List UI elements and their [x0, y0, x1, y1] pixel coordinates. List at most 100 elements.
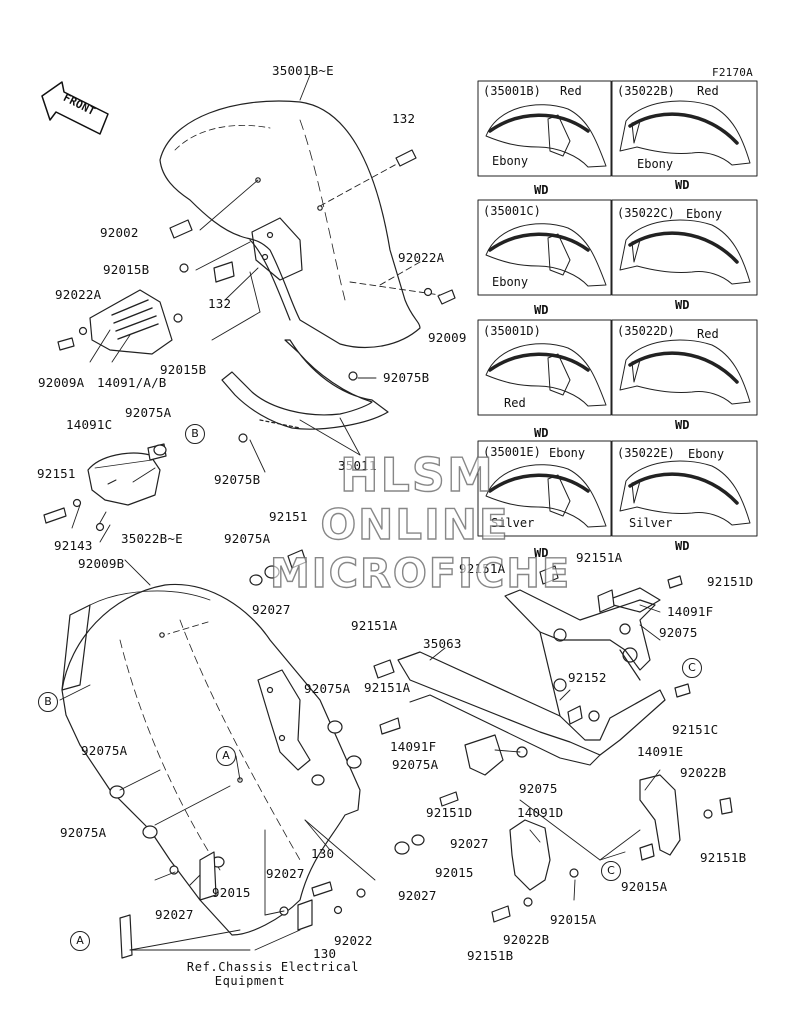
- rear-fender-bracket: [257, 669, 311, 771]
- leader-lines-front: [71, 74, 441, 543]
- variant-color2-35001B: Ebony: [492, 154, 529, 168]
- front-fender-bracket: [251, 217, 303, 281]
- variant-color2-35022E: Silver: [629, 516, 673, 530]
- callout-92075A-f: 92075A: [60, 825, 107, 840]
- small-hardware-front: [57, 149, 456, 443]
- callout-92075A-a: 92075A: [125, 405, 172, 420]
- callout-92027-b: 92027: [450, 836, 489, 851]
- watermark-line-2: ONLINE: [320, 500, 510, 549]
- callout-92009A: 92009A: [38, 375, 85, 390]
- watermark-line-3: MICROFICHE: [269, 551, 572, 597]
- callout-92151A-a: 92151A: [459, 561, 506, 576]
- callout-92015A-b: 92015A: [550, 912, 597, 927]
- callout-92015B-a: 92015B: [103, 262, 150, 277]
- callout-130-a: 130: [311, 846, 335, 861]
- ref-marker-a-2: A: [70, 931, 90, 951]
- callout-92075A-c: 92075A: [304, 681, 351, 696]
- callout-92015-b: 92015: [212, 885, 251, 900]
- frame-side-covers: [464, 587, 681, 891]
- callout-92015B-b: 92015B: [160, 362, 207, 377]
- callout-35001BE: 35001B~E: [272, 63, 334, 78]
- variant-code-35001D: (35001D): [483, 324, 541, 338]
- callout-92151B-a: 92151B: [700, 850, 747, 865]
- callout-92075-b: 92075: [519, 781, 558, 796]
- callout-35011: 35011: [338, 458, 377, 473]
- small-hardware-rear: [109, 444, 733, 959]
- rear-small-cover: [43, 443, 167, 532]
- callout-92015A-a: 92015A: [621, 879, 668, 894]
- callout-92009B: 92009B: [78, 556, 125, 571]
- callout-92152: 92152: [568, 670, 607, 685]
- callout-92151A-c: 92151A: [351, 618, 398, 633]
- figure-id: F2170A: [712, 66, 753, 79]
- variant-wd-35001E: WD: [534, 546, 549, 560]
- fender-brace: [221, 339, 389, 430]
- callout-92022B-a: 92022B: [680, 765, 727, 780]
- callout-92022: 92022: [334, 933, 373, 948]
- callout-92075B-a: 92075B: [383, 370, 430, 385]
- variant-color-35022B: Red: [697, 84, 719, 98]
- variant-color2-35022B: Ebony: [637, 157, 674, 171]
- callout-92151A-d: 92151A: [364, 680, 411, 695]
- callout-92151D-a: 92151D: [707, 574, 754, 589]
- ref-marker-a-1: A: [216, 746, 236, 766]
- ref-marker-b-2: B: [38, 692, 58, 712]
- variant-wd-35001C: WD: [534, 303, 549, 317]
- variant-code-35001E: (35001E): [483, 445, 541, 459]
- callout-92075A-d: 92075A: [81, 743, 128, 758]
- ref-marker-c-1: C: [682, 658, 702, 678]
- variant-color-35022E: Ebony: [688, 447, 725, 461]
- leader-lines-rear: [59, 559, 661, 951]
- callout-132-b: 132: [208, 296, 232, 311]
- callout-92022A-b: 92022A: [55, 287, 102, 302]
- variant-color2-35001E: Silver: [491, 516, 535, 530]
- variant-color-35001B: Red: [560, 84, 582, 98]
- callout-35022BE: 35022B~E: [121, 531, 183, 546]
- callout-92151A-b: 92151A: [576, 550, 623, 565]
- callout-92151C: 92151C: [672, 722, 719, 737]
- rear-fender: [61, 583, 361, 936]
- callout-92009: 92009: [428, 330, 467, 345]
- variant-color-35001E: Ebony: [549, 446, 586, 460]
- ref-note-line-2: Equipment: [214, 974, 286, 988]
- callout-92075A-b: 92075A: [224, 531, 271, 546]
- callout-92151-a: 92151: [37, 466, 76, 481]
- variant-color-35022D: Red: [697, 327, 719, 341]
- callout-92151-b: 92151: [269, 509, 308, 524]
- variant-panels: [477, 80, 758, 537]
- variant-thumbnails: [485, 100, 751, 528]
- front-arrow-icon: [41, 81, 109, 135]
- callout-92151D-b: 92151D: [426, 805, 473, 820]
- callout-92027-c: 92027: [266, 866, 305, 881]
- callout-92027-a: 92027: [252, 602, 291, 617]
- callout-14091F-a: 14091F: [667, 604, 714, 619]
- watermark-line-1: HLSM: [339, 448, 495, 502]
- callout-92143: 92143: [54, 538, 93, 553]
- callout-92027-d: 92027: [155, 907, 194, 922]
- callout-92075A-e: 92075A: [392, 757, 439, 772]
- variant-code-35001B: (35001B): [483, 84, 541, 98]
- callout-130-b: 130: [313, 946, 337, 961]
- callout-92015-a: 92015: [435, 865, 474, 880]
- callout-92002: 92002: [100, 225, 139, 240]
- variant-wd-35022B: WD: [675, 178, 690, 192]
- rear-frame-rail: [397, 589, 666, 766]
- front-fender: [159, 100, 421, 349]
- callout-14091E: 14091E: [637, 744, 684, 759]
- variant-color2-35001D: Red: [504, 396, 526, 410]
- callout-14091F-b: 14091F: [390, 739, 437, 754]
- callout-132-a: 132: [392, 111, 416, 126]
- callout-92027-e: 92027: [398, 888, 437, 903]
- callout-14091AB: 14091/A/B: [97, 375, 167, 390]
- variant-wd-35022D: WD: [675, 418, 690, 432]
- ref-marker-b-1: B: [185, 424, 205, 444]
- callout-92022B-b: 92022B: [503, 932, 550, 947]
- variant-color-35022C: Ebony: [686, 207, 723, 221]
- callout-35063: 35063: [423, 636, 462, 651]
- ref-note-line-1: Ref.Chassis Electrical: [186, 960, 360, 974]
- variant-code-35022E: (35022E): [617, 446, 675, 460]
- variant-code-35022B: (35022B): [617, 84, 675, 98]
- variant-wd-35022E: WD: [675, 539, 690, 553]
